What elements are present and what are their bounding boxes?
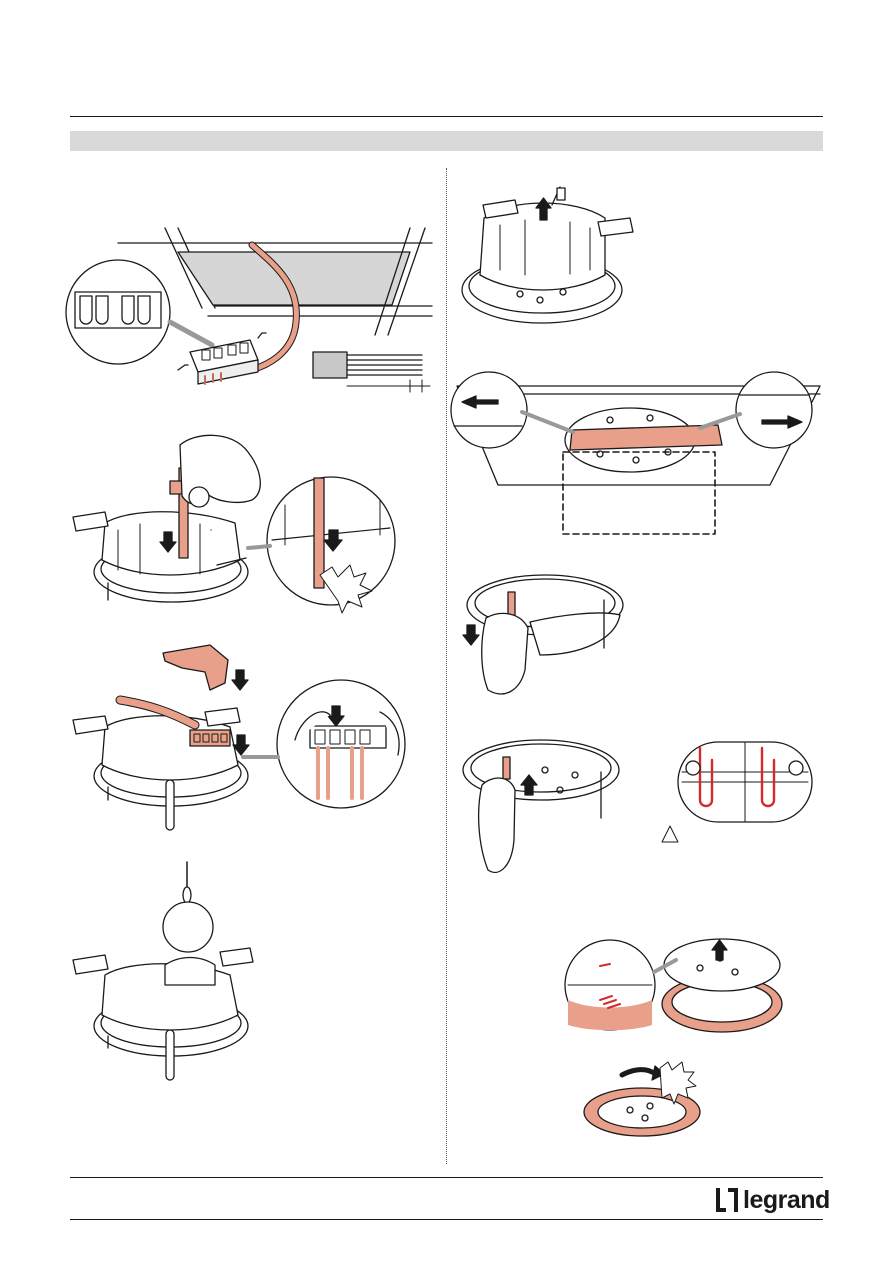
step-pull-tab-up [462, 187, 633, 323]
legrand-mark-icon [716, 1188, 738, 1212]
logo-text: legrand [743, 1187, 830, 1213]
step-rotate-to-lock [584, 1062, 700, 1136]
footer-rule-top [70, 1177, 823, 1178]
step-release-spring [463, 740, 812, 872]
step-insert-tool-release [73, 435, 395, 613]
step-attach-safety-cable [73, 862, 253, 1080]
step-press-spring-down [463, 575, 623, 694]
footer-rule-bottom [70, 1219, 823, 1220]
step-cable-terminal-wiring [66, 228, 432, 392]
brand-logo: legrand [716, 1187, 830, 1213]
step-fit-trim-ring [565, 939, 782, 1032]
step-ceiling-template [451, 372, 820, 534]
step-fit-terminal-cover [73, 645, 405, 830]
